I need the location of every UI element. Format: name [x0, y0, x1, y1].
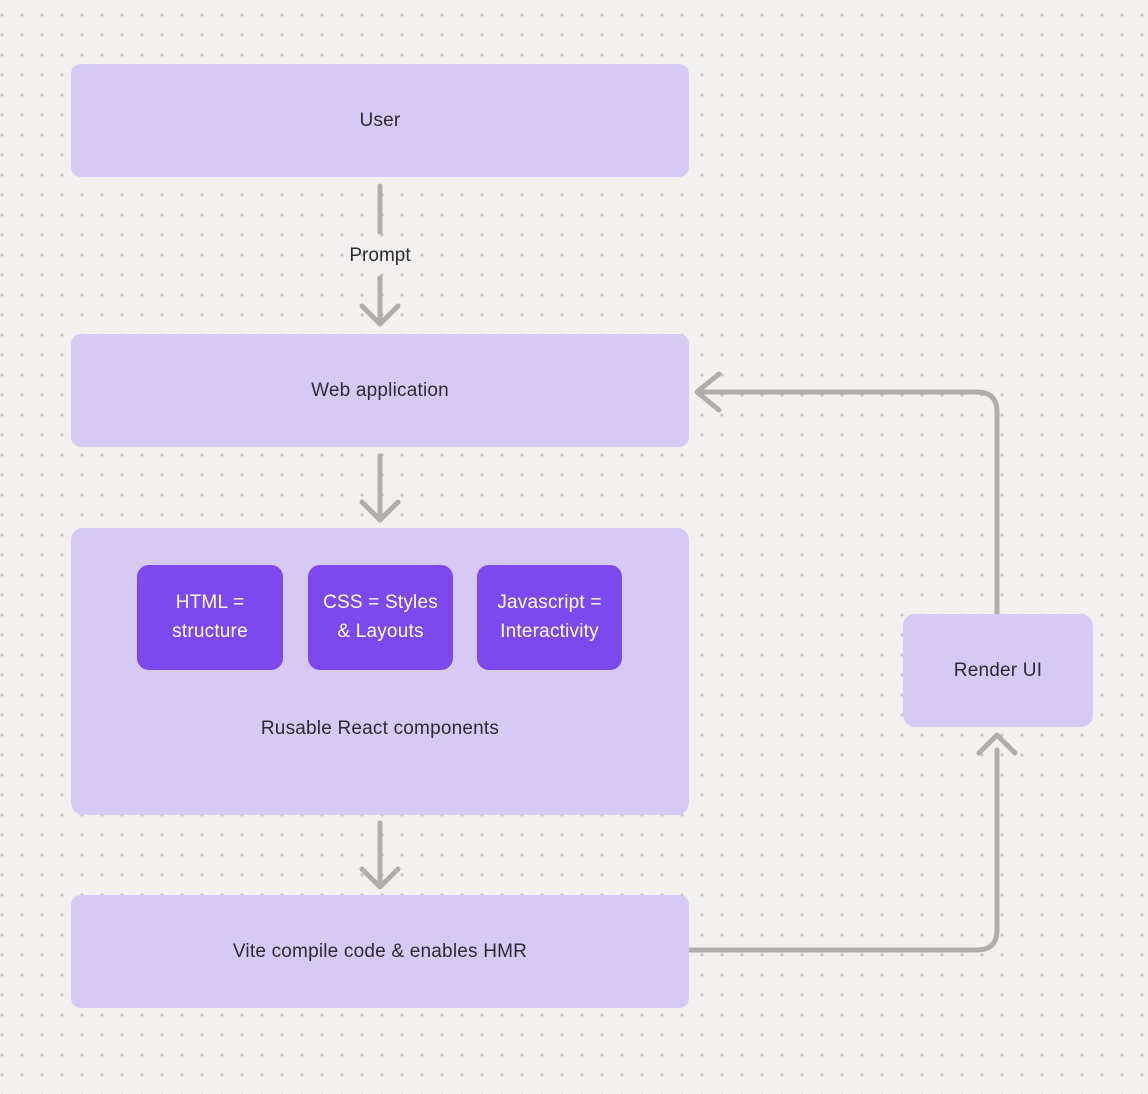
chip-html-structure-label: HTML = structure: [172, 592, 248, 642]
node-user[interactable]: User: [71, 64, 689, 177]
node-vite[interactable]: Vite compile code & enables HMR: [71, 895, 689, 1008]
edge-components-to-vite-arrowhead: [359, 866, 401, 890]
node-vite-label: Vite compile code & enables HMR: [232, 940, 528, 962]
node-render-ui-label: Render UI: [953, 659, 1043, 681]
chip-css-styles[interactable]: CSS = Styles & Layouts: [308, 565, 453, 670]
edge-webapp-to-components-arrowhead: [359, 499, 401, 523]
node-components-group[interactable]: HTML = structure CSS = Styles & Layouts …: [71, 528, 689, 815]
edge-render-to-webapp-arrowhead: [694, 371, 722, 413]
edge-label-prompt: Prompt: [349, 245, 411, 266]
chip-css-styles-label: CSS = Styles & Layouts: [323, 592, 438, 642]
chip-html-structure[interactable]: HTML = structure: [137, 565, 283, 670]
edge-vite-to-render-arrowhead: [976, 732, 1018, 756]
node-render-ui[interactable]: Render UI: [903, 614, 1093, 727]
edge-render-to-webapp-shaft: [698, 389, 1000, 617]
edge-vite-to-render-shaft: [686, 747, 1000, 953]
node-web-application[interactable]: Web application: [71, 334, 689, 447]
chip-javascript-interactivity-label: Javascript = Interactivity: [497, 592, 602, 642]
node-user-label: User: [359, 109, 401, 131]
node-web-application-label: Web application: [311, 379, 449, 401]
components-group-caption: Rusable React components: [260, 718, 500, 739]
chip-javascript-interactivity[interactable]: Javascript = Interactivity: [477, 565, 622, 670]
edge-prompt-to-webapp-arrowhead: [359, 303, 401, 327]
